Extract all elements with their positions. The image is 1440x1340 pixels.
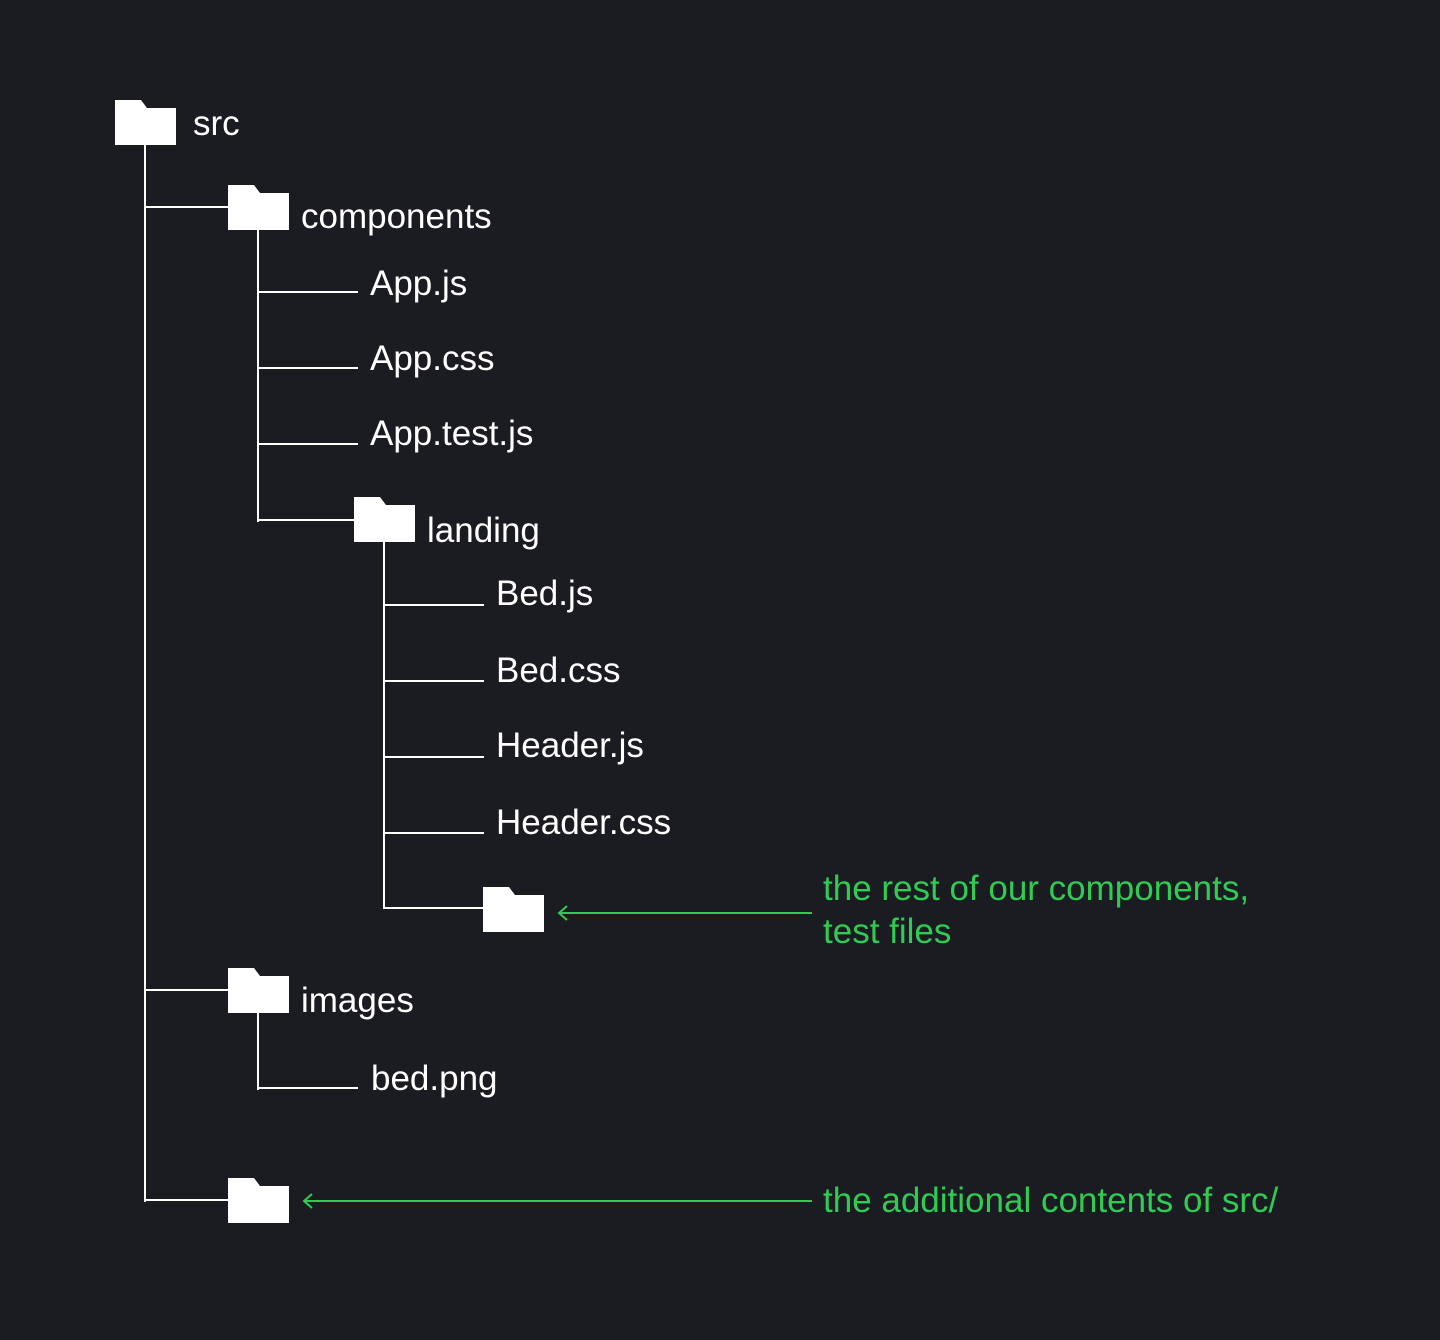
branch-images: [144, 989, 230, 991]
arrow-left-icon: [556, 905, 812, 921]
folder-label-images: images: [301, 981, 414, 1020]
file-label-bed-png: bed.png: [371, 1059, 498, 1098]
folder-icon: [115, 100, 176, 145]
branch-landing-more: [383, 907, 484, 909]
file-label-app-js: App.js: [370, 264, 468, 303]
file-label-app-test-js: App.test.js: [370, 414, 534, 453]
folder-label-src: src: [193, 104, 240, 143]
branch-bed-css: [383, 680, 484, 682]
src-trunk-line: [144, 144, 146, 1202]
branch-components: [144, 206, 230, 208]
file-label-bed-css: Bed.css: [496, 651, 621, 690]
annotation-line: test files: [823, 912, 952, 951]
branch-bed-png: [257, 1087, 358, 1089]
folder-icon: [354, 497, 415, 542]
file-label-bed-js: Bed.js: [496, 574, 594, 613]
folder-label-landing: landing: [427, 511, 540, 550]
branch-bed-js: [383, 604, 484, 606]
annotation-rest-components: the rest of our components, test files: [823, 867, 1249, 953]
folder-label-components: components: [301, 197, 492, 236]
branch-header-js: [383, 756, 484, 758]
branch-src-more: [144, 1199, 230, 1201]
folder-icon: [228, 968, 289, 1013]
folder-icon: [228, 1178, 289, 1223]
arrow-left-icon: [301, 1193, 812, 1209]
branch-landing: [257, 519, 356, 521]
branch-app-test-js: [257, 443, 358, 445]
folder-icon: [483, 887, 544, 932]
file-label-app-css: App.css: [370, 339, 495, 378]
branch-app-css: [257, 367, 358, 369]
landing-trunk-line: [383, 541, 385, 909]
components-trunk-line: [257, 229, 259, 522]
file-label-header-css: Header.css: [496, 803, 672, 842]
images-trunk-line: [257, 1012, 259, 1090]
folder-icon: [228, 185, 289, 230]
file-label-header-js: Header.js: [496, 726, 644, 765]
annotation-additional-src: the additional contents of src/: [823, 1181, 1279, 1220]
annotation-line: the rest of our components,: [823, 869, 1250, 908]
branch-app-js: [257, 291, 358, 293]
branch-header-css: [383, 832, 484, 834]
